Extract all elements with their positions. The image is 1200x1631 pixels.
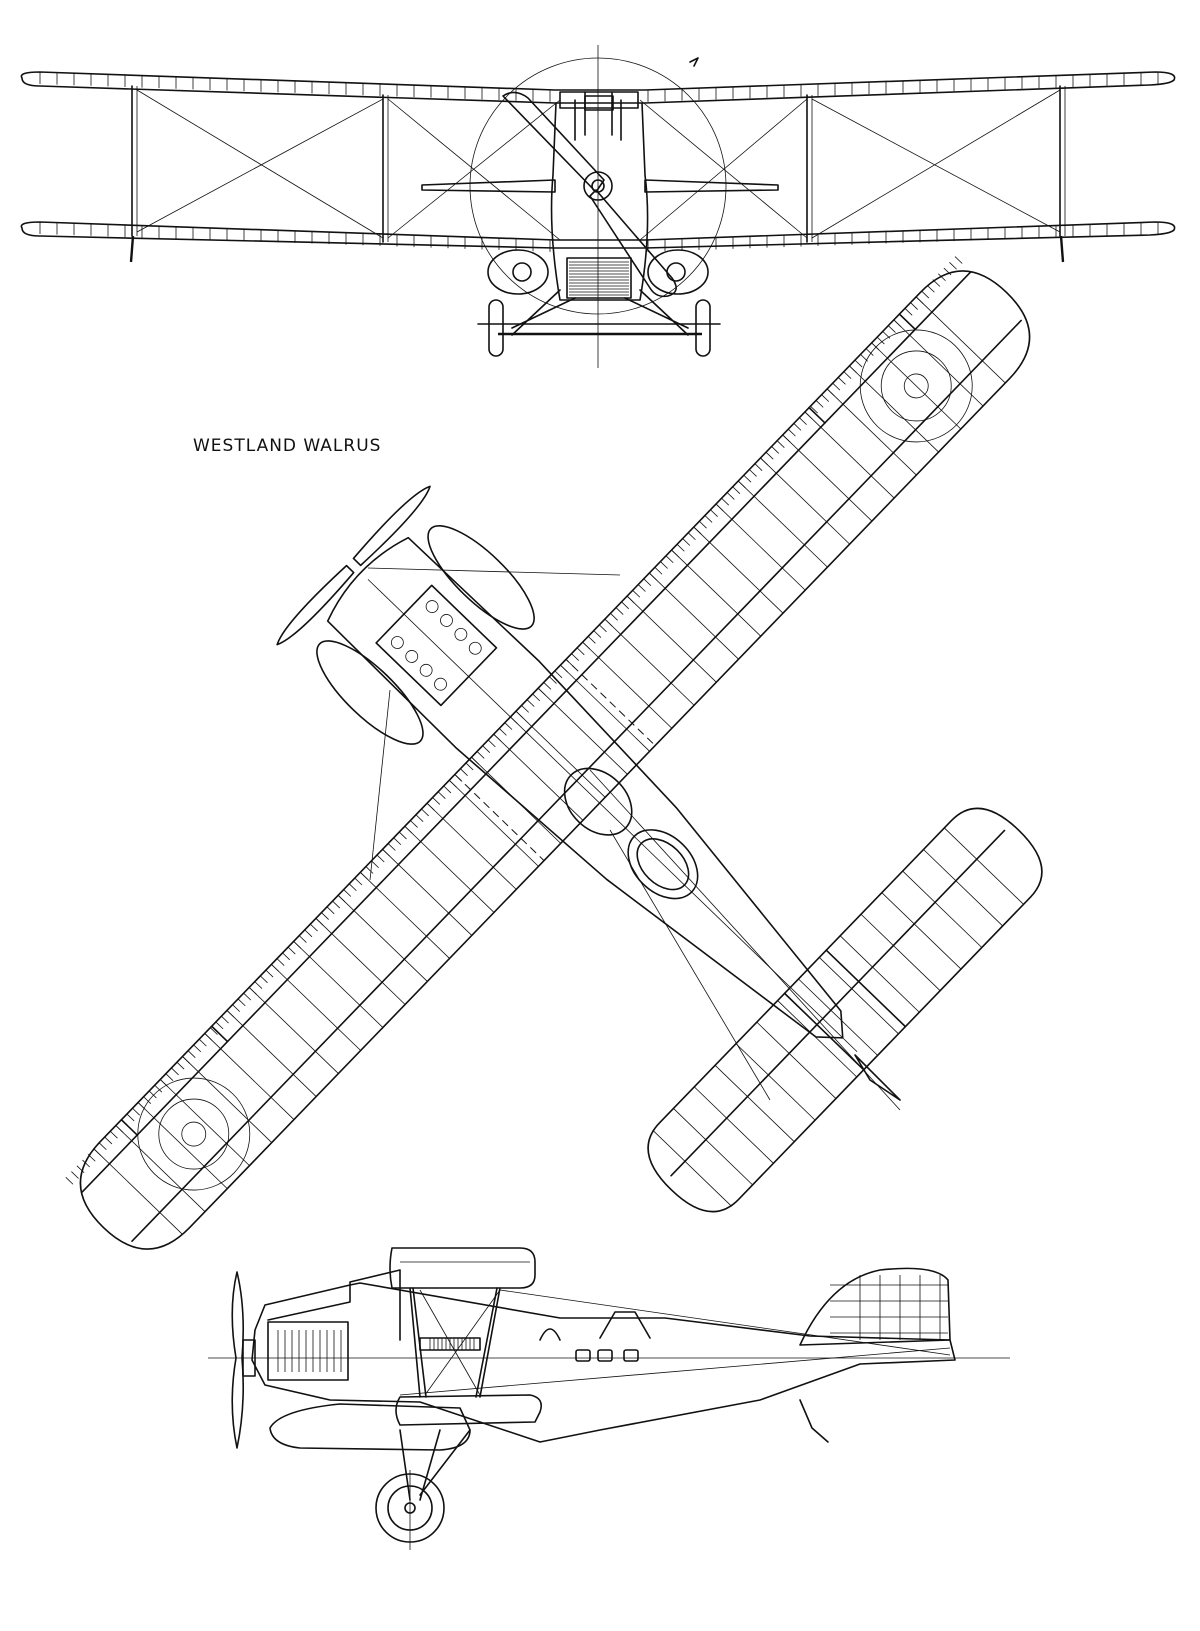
plan-view — [65, 256, 1043, 1250]
side-view — [208, 1247, 1010, 1550]
front-view — [20, 45, 1176, 368]
drawing-title: WESTLAND WALRUS — [193, 436, 382, 456]
